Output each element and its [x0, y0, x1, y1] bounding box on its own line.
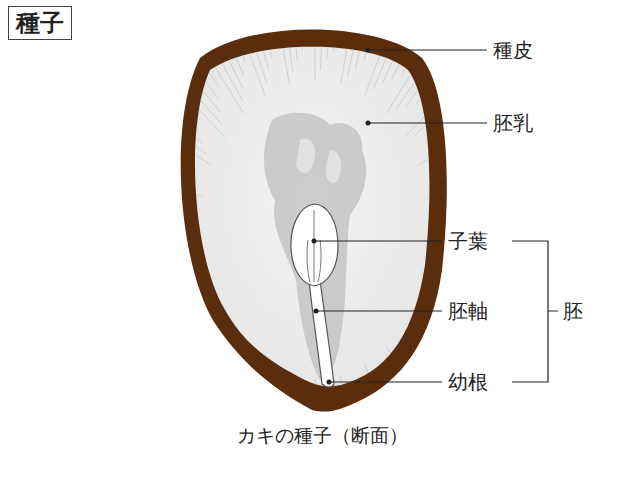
- part-label: 胚: [561, 300, 585, 322]
- endosperm: [195, 47, 430, 387]
- part-label: 幼根: [446, 371, 490, 393]
- endosperm-fibers: [113, 0, 517, 480]
- part-label: 子葉: [446, 230, 490, 252]
- embryo-bracket: [512, 241, 558, 382]
- part-label: 胚乳: [491, 112, 535, 134]
- part-label: 種皮: [491, 39, 535, 61]
- caption: カキの種子（断面）: [237, 425, 408, 446]
- endosperm-cavity: [264, 113, 366, 380]
- hypocotyl: [309, 280, 334, 387]
- part-label: 胚軸: [446, 300, 490, 322]
- leader-dots: [312, 48, 371, 385]
- cotyledon: [291, 204, 338, 286]
- seed-coat: [181, 29, 447, 411]
- cavity-highlight: [296, 139, 341, 183]
- leader-lines: [314, 50, 487, 382]
- cotyledon-vein: [307, 210, 321, 282]
- heading: 種子: [8, 6, 72, 40]
